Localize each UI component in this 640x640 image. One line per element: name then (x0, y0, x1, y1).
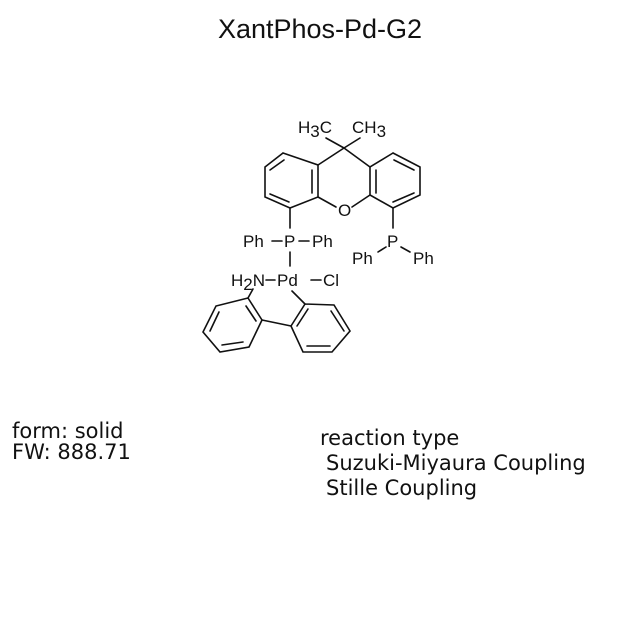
ch3-label: CH3 (352, 118, 386, 141)
pd-label: Pd (277, 271, 298, 290)
ph-left-1-label: Ph (243, 232, 264, 251)
oxygen-label: O (338, 201, 351, 220)
properties-block: form: solid FW: 888.71 (12, 421, 131, 463)
p-left-label: P (284, 232, 295, 251)
h2n-label: H2N (231, 271, 265, 294)
ph-right-2-label: Ph (413, 249, 434, 268)
reaction-type-block: reaction type Suzuki-Miyaura Coupling St… (320, 426, 586, 501)
ph-left-2-label: Ph (312, 232, 333, 251)
ph-right-1-label: Ph (352, 249, 373, 268)
cl-label: Cl (323, 271, 339, 290)
form-property: form: solid (12, 419, 124, 443)
reaction-item: Suzuki-Miyaura Coupling (326, 451, 586, 475)
reaction-type-header: reaction type (320, 426, 460, 450)
h3c-label: H3C (298, 118, 332, 141)
p-right-label: P (387, 232, 398, 251)
fw-property: FW: 888.71 (12, 440, 131, 464)
compound-title: XantPhos-Pd-G2 (217, 14, 423, 44)
reaction-item: Stille Coupling (326, 476, 478, 500)
